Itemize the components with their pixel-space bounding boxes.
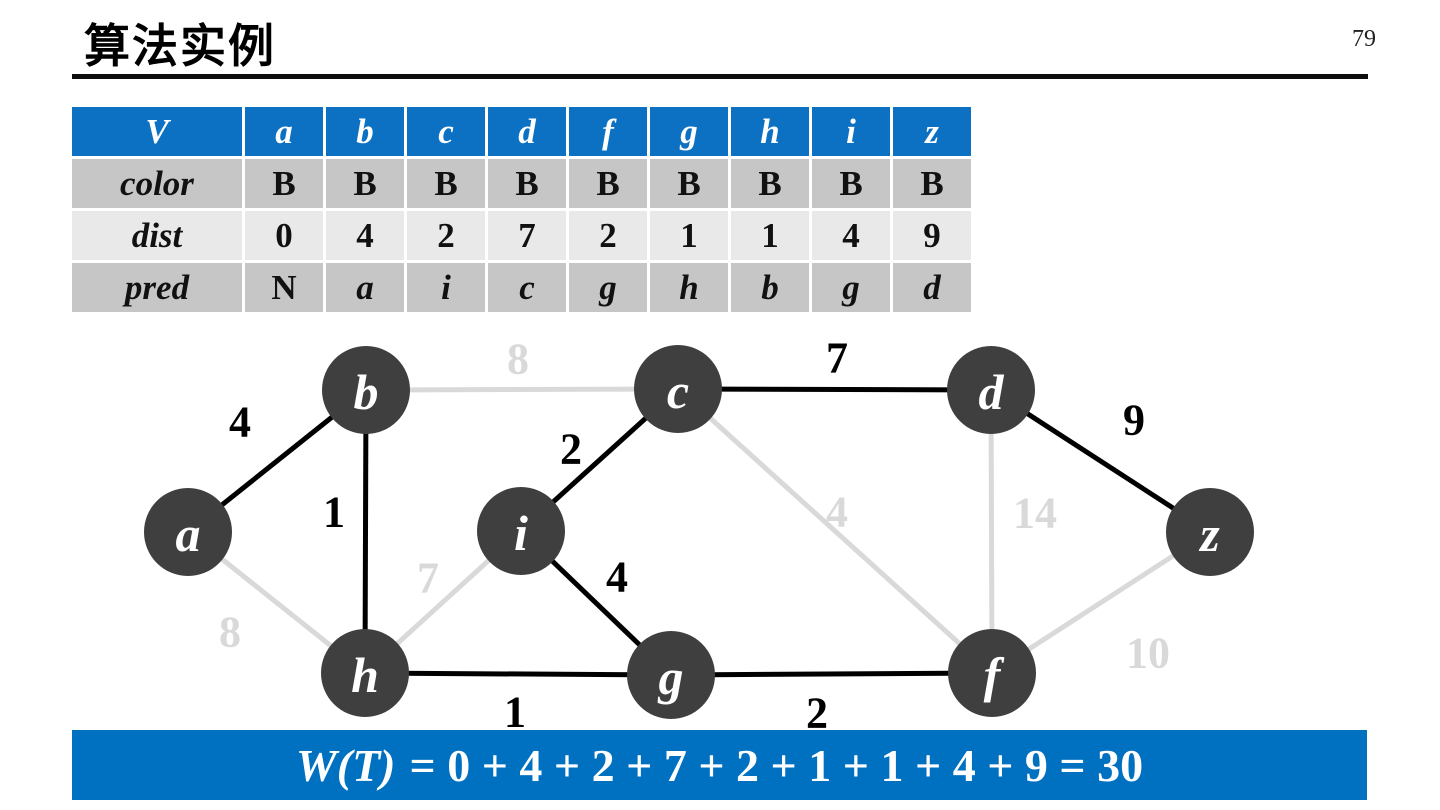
table-header-cell: h	[731, 107, 809, 156]
graph-node-label-g: g	[658, 649, 684, 705]
graph-edge-c-d	[677, 386, 992, 393]
table-header-cell: a	[245, 107, 323, 156]
table-header-cell: b	[326, 107, 404, 156]
graph-node-b	[322, 346, 410, 434]
table-cell: 2	[407, 211, 485, 260]
graph-node-g	[627, 631, 715, 719]
edge-weight-a-h: 8	[219, 608, 241, 657]
table-cell: B	[245, 159, 323, 208]
table-cell: 1	[731, 211, 809, 260]
table-cell: d	[893, 263, 971, 312]
table-cell: B	[650, 159, 728, 208]
table-cell: i	[407, 263, 485, 312]
page-number: 79	[1352, 26, 1376, 52]
formula-rhs: = 0 + 4 + 2 + 7 + 2 + 1 + 1 + 4 + 9 = 30	[409, 739, 1144, 791]
edge-weight-b-c: 8	[507, 335, 529, 384]
table-cell: b	[731, 263, 809, 312]
graph-node-h	[321, 629, 409, 717]
table-cell: 4	[326, 211, 404, 260]
graph-node-label-a: a	[176, 506, 201, 562]
graph-node-label-c: c	[667, 363, 689, 419]
table-cell: color	[72, 159, 242, 208]
table-header-cell: g	[650, 107, 728, 156]
graph-node-c	[634, 345, 722, 433]
table-header-cell: z	[893, 107, 971, 156]
graph-node-i	[477, 487, 565, 575]
edge-weight-b-h: 1	[323, 488, 345, 537]
graph-edge-c-f	[676, 387, 994, 675]
table-cell: 2	[569, 211, 647, 260]
table-cell: c	[488, 263, 566, 312]
edge-weight-i-c: 2	[560, 425, 582, 474]
graph-node-f	[948, 629, 1036, 717]
table-cell: dist	[72, 211, 242, 260]
formula-lhs: W(T)	[295, 739, 396, 791]
edge-weight-i-g: 4	[606, 553, 628, 602]
table-cell: a	[326, 263, 404, 312]
table-cell: B	[326, 159, 404, 208]
table-cell: 7	[488, 211, 566, 260]
table-cell: pred	[72, 263, 242, 312]
table-header-cell: V	[72, 107, 242, 156]
graph-edge-h-g	[364, 670, 672, 678]
table-cell: g	[812, 263, 890, 312]
graph-node-label-d: d	[979, 364, 1005, 420]
table-cell: B	[893, 159, 971, 208]
table-header-cell: i	[812, 107, 890, 156]
graph-node-z	[1166, 488, 1254, 576]
graph-node-label-b: b	[354, 364, 379, 420]
table-cell: B	[812, 159, 890, 208]
edge-weight-c-f: 4	[826, 488, 848, 537]
graph-edge-b-c	[365, 386, 679, 393]
graph-node-label-z: z	[1198, 506, 1220, 562]
table-cell: 1	[650, 211, 728, 260]
graph-node-label-h: h	[351, 647, 379, 703]
graph-edge-b-h	[362, 389, 369, 674]
table-cell: B	[407, 159, 485, 208]
weight-formula-bar: W(T) = 0 + 4 + 2 + 7 + 2 + 1 + 1 + 4 + 9…	[72, 730, 1367, 800]
table-cell: 9	[893, 211, 971, 260]
edge-weight-f-z: 10	[1126, 629, 1170, 678]
graph-node-label-i: i	[514, 505, 528, 561]
edge-weight-h-g: 1	[504, 688, 526, 737]
table-header-cell: f	[569, 107, 647, 156]
graph-node-label-f: f	[984, 647, 1005, 703]
edge-weight-d-f: 14	[1013, 489, 1057, 538]
graph-edge-g-f	[670, 670, 993, 678]
graph-node-d	[947, 346, 1035, 434]
edge-weight-g-f: 2	[806, 689, 828, 738]
table-header-cell: d	[488, 107, 566, 156]
table-cell: N	[245, 263, 323, 312]
edge-weight-a-b: 4	[229, 398, 251, 447]
title-divider	[72, 74, 1368, 79]
table-cell: B	[488, 159, 566, 208]
edge-weight-c-d: 7	[826, 334, 848, 383]
edge-weight-d-z: 9	[1123, 396, 1145, 445]
graph-node-a	[144, 488, 232, 576]
graph-edge-d-f	[988, 389, 995, 674]
table-cell: B	[569, 159, 647, 208]
table-cell: B	[731, 159, 809, 208]
page-title: 算法实例	[84, 20, 276, 72]
table-cell: 0	[245, 211, 323, 260]
table-cell: g	[569, 263, 647, 312]
table-header-cell: c	[407, 107, 485, 156]
table-cell: 4	[812, 211, 890, 260]
edge-weight-h-i: 7	[417, 554, 439, 603]
table-cell: h	[650, 263, 728, 312]
